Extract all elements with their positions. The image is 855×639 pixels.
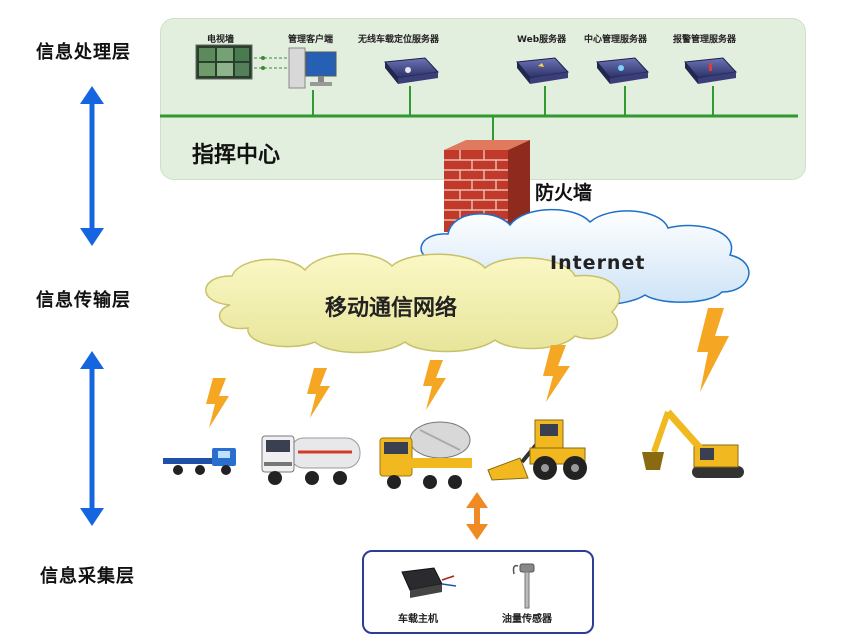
network-bus bbox=[160, 86, 798, 145]
lightning-icon bbox=[206, 308, 729, 428]
collection-device-box: 车载主机 油量传感器 bbox=[362, 550, 594, 634]
node-label-web-server: Web服务器 bbox=[517, 35, 567, 45]
device-graphics bbox=[401, 563, 535, 609]
fuel-sensor-icon bbox=[512, 563, 535, 609]
client-computer-icon bbox=[288, 47, 337, 89]
layer-arrow-lower bbox=[80, 351, 104, 526]
mobile-network-label: 移动通信网络 bbox=[325, 296, 458, 321]
cement-mixer-icon bbox=[379, 421, 472, 489]
device-label-fuel-sensor: 油量传感器 bbox=[502, 614, 552, 625]
flatbed-truck-icon bbox=[163, 448, 236, 475]
node-label-alarm-server: 报警管理服务器 bbox=[673, 35, 737, 45]
layer-label-processing: 信息处理层 bbox=[36, 42, 131, 63]
node-label-video-wall: 电视墙 bbox=[207, 35, 235, 45]
node-label-locator-server: 无线车载定位服务器 bbox=[358, 35, 440, 45]
server-icon-alarm bbox=[684, 57, 738, 84]
mobile-network-cloud bbox=[205, 252, 621, 354]
server-icon-web bbox=[516, 57, 570, 84]
vehicle-terminal-icon bbox=[401, 567, 457, 598]
node-label-client: 管理客户端 bbox=[288, 35, 334, 45]
server-icon-center bbox=[596, 57, 650, 84]
tanker-truck-icon bbox=[261, 435, 361, 485]
internet-label: Internet bbox=[550, 252, 646, 274]
firewall-label: 防火墙 bbox=[535, 182, 593, 204]
video-wall-icon bbox=[195, 44, 288, 80]
command-center-title: 指挥中心 bbox=[192, 143, 281, 168]
excavator-icon bbox=[642, 409, 744, 478]
node-label-center-server: 中心管理服务器 bbox=[584, 35, 648, 45]
wheel-loader-icon bbox=[487, 419, 587, 481]
device-label-terminal: 车载主机 bbox=[398, 614, 438, 625]
server-icon-locator bbox=[384, 57, 440, 84]
layer-label-transmission: 信息传输层 bbox=[36, 290, 131, 311]
orange-double-arrow bbox=[466, 492, 488, 540]
layer-label-collection: 信息采集层 bbox=[40, 566, 135, 587]
layer-arrow-upper bbox=[80, 86, 104, 246]
